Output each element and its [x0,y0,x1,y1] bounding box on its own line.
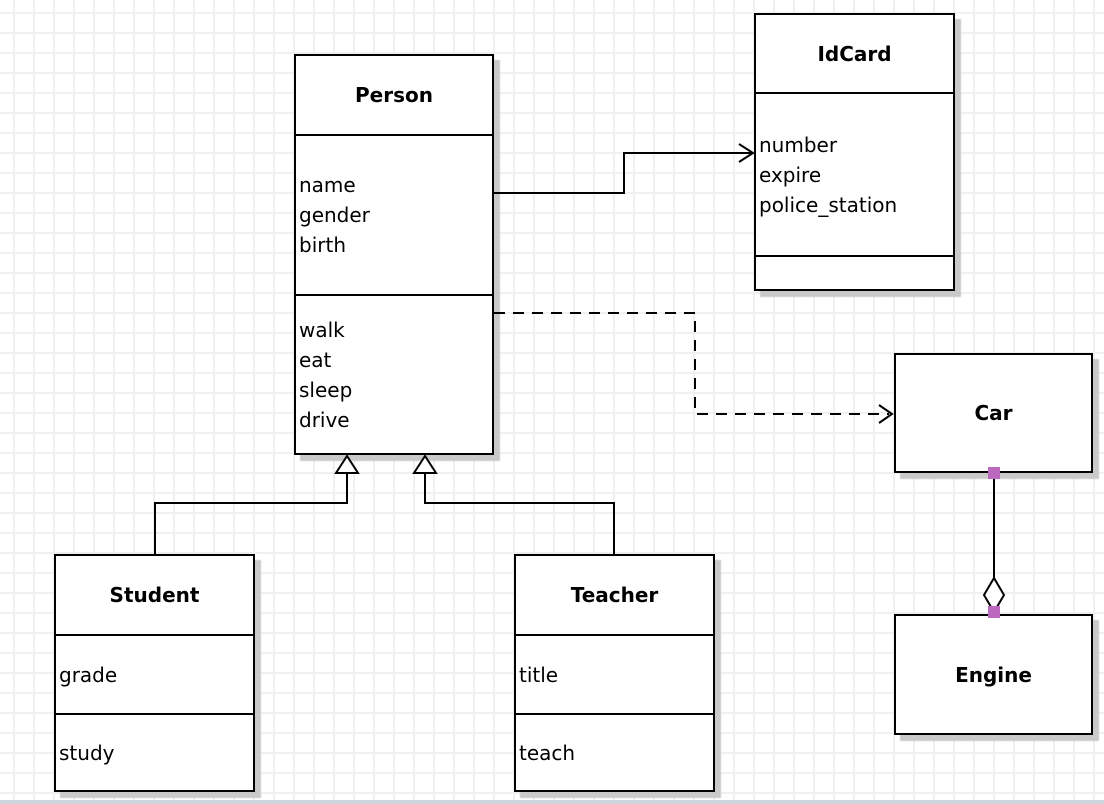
edge-line [494,152,751,194]
edge-generalization-teacher-person[interactable] [412,454,615,554]
hollow-triangle-icon [412,454,438,474]
class-attributes-section: title [516,634,713,713]
class-member: eat [299,347,332,372]
class-member: study [59,740,115,765]
class-title: Car [974,401,1013,425]
class-member: expire [759,162,822,187]
edge-dependency-person-car[interactable] [494,312,894,424]
class-member: police_station [759,192,898,217]
class-title: Teacher [570,583,659,607]
open-arrowhead-icon [878,404,894,424]
class-methods-section [756,255,953,289]
edge-association-person-idcard[interactable] [494,143,755,194]
class-member: number [759,132,838,157]
edge-line [424,473,615,554]
class-member: birth [299,233,346,257]
edge-line [494,312,889,415]
class-box-teacher[interactable]: Teacher title teach [514,554,715,792]
class-box-person[interactable]: Person name gender birth walk eat sleep drive [294,54,494,455]
class-attributes-section: grade [56,634,253,713]
class-attributes-section: number expire police_station [756,92,953,255]
open-arrowhead-icon [738,143,755,163]
class-member: walk [299,317,345,342]
class-title: Engine [955,662,1032,687]
canvas-bottom-edge [0,800,1104,804]
class-member: gender [299,203,370,227]
edge-aggregation-car-engine[interactable] [982,467,1006,618]
class-attributes-section: name gender birth [296,134,492,294]
class-box-engine[interactable]: Engine [894,614,1093,735]
class-box-car[interactable]: Car [894,353,1093,473]
class-methods-section: walk eat sleep drive [296,294,492,453]
class-member: name [299,173,356,197]
class-member: sleep [299,377,353,402]
aggregation-diamond-icon [982,576,1006,614]
class-box-student[interactable]: Student grade study [54,554,255,792]
class-member: title [519,662,559,687]
class-box-idcard[interactable]: IdCard number expire police_station [754,13,955,291]
class-member: drive [299,407,350,432]
class-methods-section: teach [516,713,713,790]
class-title: Person [355,83,433,107]
edge-generalization-student-person[interactable] [154,454,360,554]
class-member: grade [59,662,118,687]
hollow-triangle-icon [334,454,360,474]
class-title: IdCard [817,41,892,66]
class-methods-section: study [56,713,253,790]
class-member: teach [519,740,576,765]
class-title: Student [109,583,200,607]
edge-line [154,473,348,554]
